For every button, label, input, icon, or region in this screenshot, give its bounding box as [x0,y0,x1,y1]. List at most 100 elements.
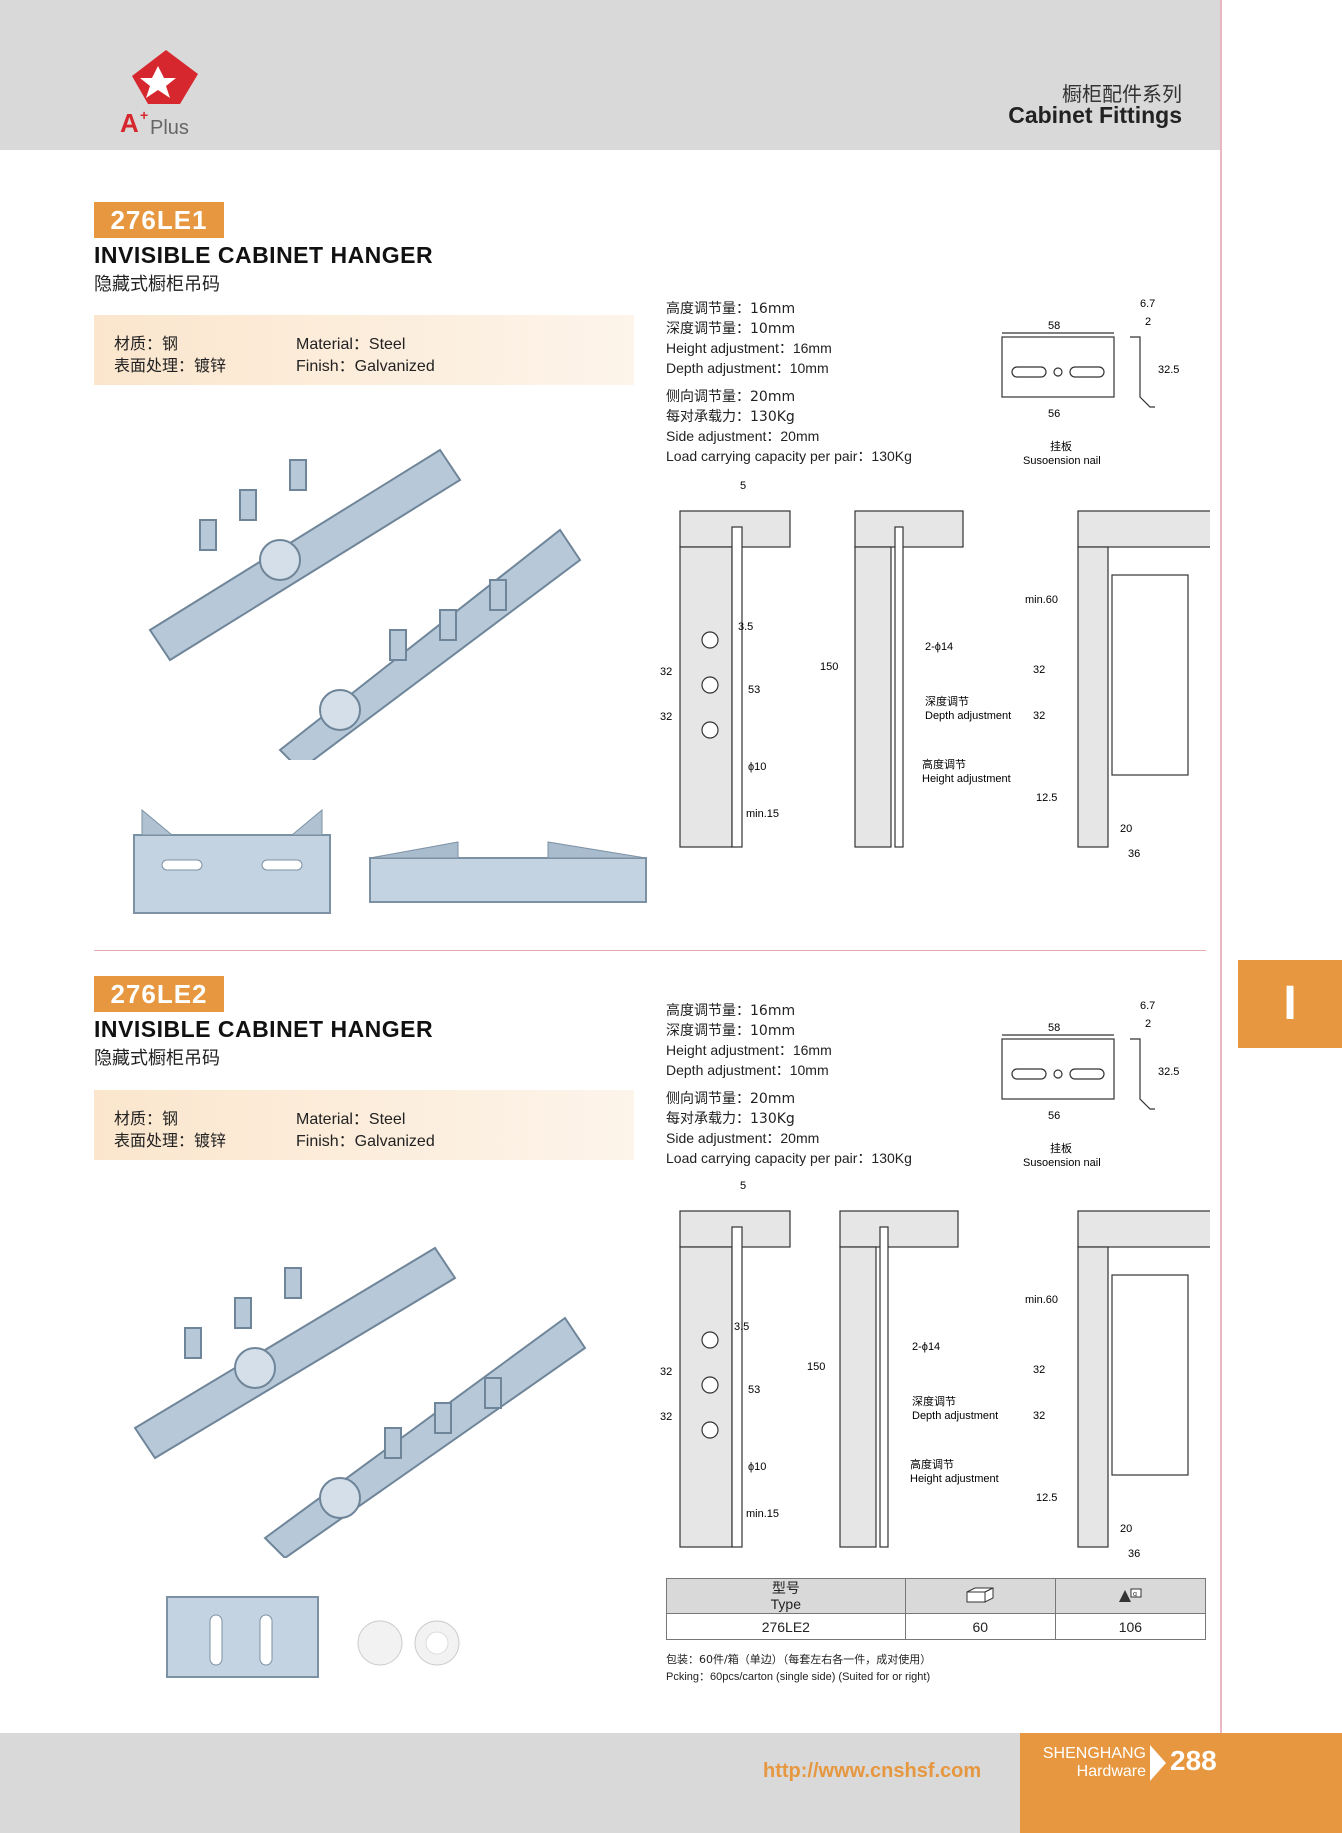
dim-5: 5 [740,480,746,492]
spec-load-en: Load carrying capacity per pair：130Kg [666,1149,912,1166]
dim-5: 5 [740,1180,746,1192]
spec-load-en: Load carrying capacity per pair：130Kg [666,447,912,464]
height-label-en: Height adjustment [910,1473,999,1485]
dim-32-c: 32 [1033,664,1045,676]
company-sub: Hardware [1076,1763,1146,1780]
dim-2: 2 [1145,316,1151,328]
mounting-rail-photo [369,841,647,903]
dim-150: 150 [807,1361,825,1373]
dim-58: 58 [1048,1022,1060,1034]
dim-6-7: 6.7 [1140,1000,1155,1012]
material-en: Material：Steel [296,1111,406,1128]
suspension-nail-drawing: 58 6.7 2 32.5 56 挂板 Susoension nail [1001,298,1179,467]
section-tab[interactable]: I [1238,960,1342,1048]
dim-56: 56 [1048,1110,1060,1122]
dim-3-5: 3.5 [738,621,753,633]
website-link[interactable]: http://www.cnshsf.com [763,1760,982,1782]
dim-12-5: 12.5 [1036,1492,1057,1504]
dim-20: 20 [1120,823,1132,835]
footer-brand-block [1020,1733,1342,1833]
right-rule [1220,0,1222,1833]
svg-text:g: g [1133,1591,1137,1598]
dim-32-c: 32 [1033,1364,1045,1376]
dim-2: 2 [1145,1018,1151,1030]
product-title-zh: 隐藏式橱柜吊码 [94,274,220,295]
height-label-zh: 高度调节 [922,757,966,771]
dim-32-d: 32 [1033,1410,1045,1422]
material-box: 材质：钢 表面处理：镀锌 Material：Steel Finish：Galva… [94,1090,634,1160]
finish-en: Finish：Galvanized [296,1133,435,1150]
spec-load-zh: 每对承载力：130Kg [666,1110,795,1127]
dim-32-a: 32 [660,1366,672,1378]
packing-note-en: Pcking：60pcs/carton (single side) (Suite… [666,1671,931,1683]
series-title-zh: 橱柜配件系列 [1062,82,1182,106]
footer-company: SHENGHANG Hardware [1030,1745,1146,1781]
dim-36: 36 [1128,1548,1140,1560]
row-type: 276LE2 [666,1613,906,1640]
depth-label-zh: 深度调节 [925,694,969,708]
spec-depth-en: Depth adjustment：10mm [666,359,829,376]
packing-note-zh: 包装：60件/箱（单边）（每套左右各一件，成对使用） [666,1653,932,1666]
product-title-en: INVISIBLE CABINET HANGER [94,242,434,268]
row-quantity: 60 [904,1613,1056,1640]
spec-height-zh: 高度调节量：16mm [666,1003,796,1019]
dim-min60: min.60 [1025,1294,1058,1306]
dim-20: 20 [1120,1523,1132,1535]
product-title-en: INVISIBLE CABINET HANGER [94,1016,434,1042]
company-name: SHENGHANG [1042,1745,1146,1762]
spec-load-zh: 每对承载力：130Kg [666,408,795,425]
spec-height-zh: 高度调节量：16mm [666,301,796,317]
nail-label-zh: 挂板 [1050,1141,1072,1155]
dim-phi10: ϕ10 [748,761,766,773]
product-code-badge: 276LE2 [94,976,224,1012]
footer-band [0,1733,1020,1833]
dim-58: 58 [1048,320,1060,332]
cover-caps-photo [357,1620,460,1666]
dim-150: 150 [820,661,838,673]
row-weight: 106 [1054,1613,1207,1640]
nail-label-zh: 挂板 [1050,439,1072,453]
material-en: Material：Steel [296,336,406,353]
dim-6-7: 6.7 [1140,298,1155,310]
mounting-plate-photo [133,808,331,914]
header-band [0,0,1220,150]
product-title-zh: 隐藏式橱柜吊码 [94,1048,220,1069]
dim-53: 53 [748,1384,760,1396]
spec-depth-en: Depth adjustment：10mm [666,1061,829,1078]
spec-side-zh: 侧向调节量：20mm [666,1091,796,1107]
height-label-en: Height adjustment [922,773,1011,785]
type-header-en: Type [770,1595,802,1612]
dim-3-5: 3.5 [734,1321,749,1333]
height-label-zh: 高度调节 [910,1457,954,1471]
dim-12-5: 12.5 [1036,792,1057,804]
spec-depth-zh: 深度调节量：10mm [666,1022,796,1039]
spec-height-en: Height adjustment：16mm [666,1042,832,1058]
material-zh: 材质：钢 [114,1109,179,1128]
spec-list: 高度调节量：16mm 深度调节量：10mm Height adjustment：… [666,1002,912,1168]
suspension-nail-drawing: 58 6.7 2 32.5 56 挂板 Susoension nail [1001,1000,1179,1169]
spec-depth-zh: 深度调节量：10mm [666,320,796,337]
depth-label-en: Depth adjustment [912,1410,998,1422]
mounting-plate-photo [166,1596,319,1678]
section-divider [94,950,1206,951]
dim-32-a: 32 [660,666,672,678]
dim-min60: min.60 [1025,594,1058,606]
spec-side-zh: 侧向调节量：20mm [666,389,796,405]
dim-56: 56 [1048,408,1060,420]
dim-53: 53 [748,684,760,696]
weight-header: g [1054,1578,1207,1614]
page-number: 288 [1170,1745,1217,1776]
spec-side-en: Side adjustment：20mm [666,1130,820,1146]
dim-32-5: 32.5 [1158,364,1179,376]
svg-text:Plus: Plus [150,117,189,138]
dim-32-d: 32 [1033,710,1045,722]
nail-label-en: Susoension nail [1023,455,1101,467]
depth-label-zh: 深度调节 [912,1394,956,1408]
carton-icon [966,1586,994,1603]
nail-label-en: Susoension nail [1023,1157,1101,1169]
svg-text:A: A [120,108,139,138]
product-photo [148,448,582,760]
finish-zh: 表面处理：镀锌 [114,356,227,375]
